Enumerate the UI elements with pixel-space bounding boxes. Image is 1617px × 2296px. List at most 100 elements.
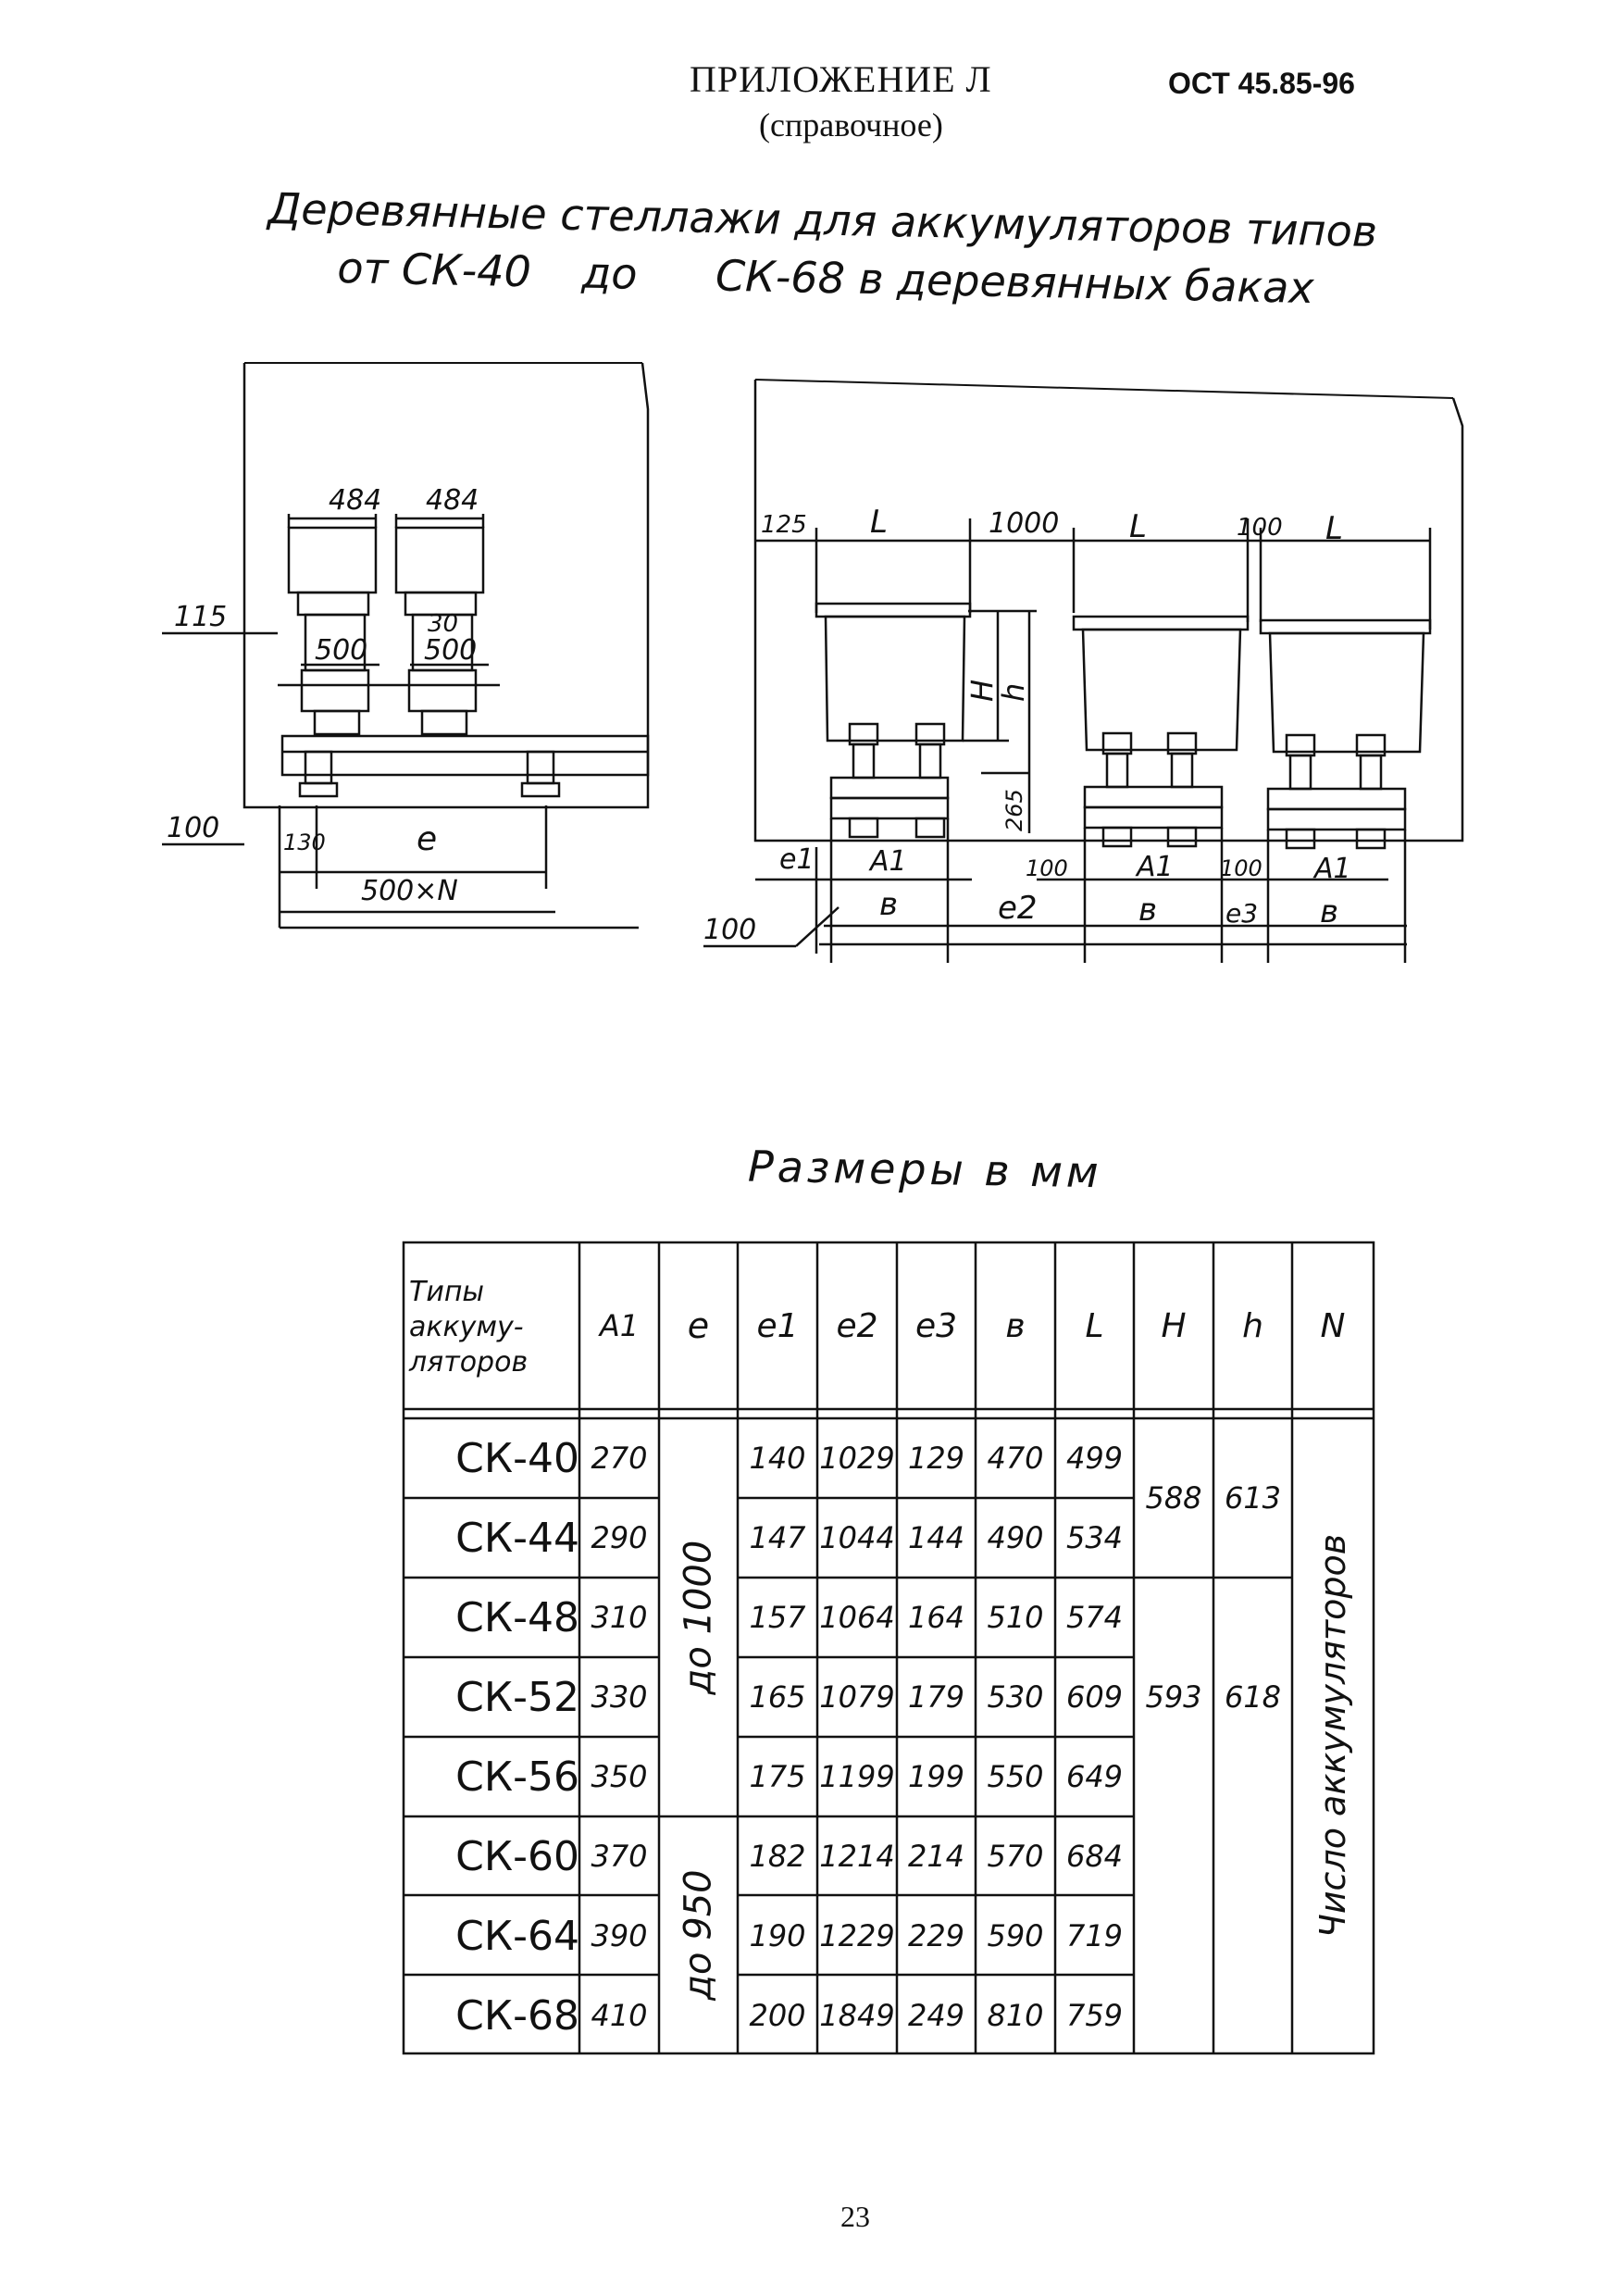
h-group-2: 618	[1224, 1679, 1282, 1715]
dim-100-b: 100	[1220, 855, 1263, 881]
cell-type: СК-64	[455, 1912, 579, 1960]
header-N: N	[1320, 1306, 1346, 1345]
dim-e: е	[417, 820, 437, 858]
dim-A1-b: А1	[1135, 851, 1174, 883]
h-group-1: 613	[1224, 1480, 1282, 1516]
cell-L: 609	[1065, 1679, 1124, 1715]
dim-e2: е2	[998, 890, 1038, 927]
dim-125: 125	[761, 511, 807, 539]
cell-type: СК-52	[455, 1673, 579, 1721]
dim-L3: L	[1325, 510, 1343, 547]
header-H: H	[1161, 1306, 1187, 1345]
dim-A1-a: А1	[868, 845, 907, 878]
cell-e3: 129	[907, 1441, 965, 1476]
cell-A1: 310	[591, 1600, 648, 1635]
cell-e3: 249	[907, 1998, 965, 2033]
dim-100-a: 100	[1026, 855, 1068, 881]
dim-b2: в	[1138, 892, 1157, 929]
cell-e2: 1079	[819, 1679, 895, 1715]
drawing-front-view-labels: 125 L 1000 L 100 L H h 265 е1 А1 100 А1 …	[703, 504, 1351, 946]
dim-115: 115	[174, 601, 227, 633]
header-h: h	[1242, 1306, 1263, 1345]
cell-type: СК-48	[455, 1593, 579, 1641]
dim-b1: в	[879, 886, 898, 923]
cell-e3: 229	[907, 1918, 965, 1953]
H-group-1: 588	[1145, 1480, 1202, 1516]
cell-b: 810	[987, 1998, 1044, 2033]
cell-type: СК-40	[455, 1434, 579, 1482]
e-group-1: до 1000	[659, 1418, 738, 1816]
header-e: е	[687, 1305, 710, 1346]
cell-L: 719	[1065, 1918, 1124, 1953]
cell-e1: 200	[749, 1998, 806, 2033]
dim-h: h	[996, 683, 1031, 702]
appendix-title: ПРИЛОЖЕНИЕ Л	[690, 58, 992, 100]
dim-500-a: 500	[315, 634, 367, 667]
H-group-2: 593	[1145, 1679, 1202, 1715]
dim-484-b: 484	[426, 484, 479, 517]
cell-type: СК-68	[455, 1991, 579, 2040]
cell-e2: 1029	[819, 1441, 895, 1476]
cell-e3: 179	[907, 1679, 965, 1715]
cell-type: СК-60	[455, 1832, 579, 1880]
cell-A1: 290	[591, 1520, 648, 1555]
dim-100-top: 100	[1237, 514, 1283, 542]
header-e2: е2	[836, 1306, 878, 1345]
N-column-text: Число аккумуляторов	[1312, 1533, 1354, 1939]
cell-b: 470	[987, 1441, 1044, 1476]
appendix-subtitle: (справочное)	[759, 106, 943, 144]
cell-A1: 410	[591, 1998, 648, 2033]
cell-type: СК-44	[455, 1514, 579, 1562]
cell-type: СК-56	[455, 1753, 579, 1801]
dim-484-a: 484	[329, 484, 381, 517]
cell-b: 530	[987, 1679, 1044, 1715]
e-group-1-text: до 1000	[677, 1540, 720, 1695]
dim-500xN: 500×N	[361, 875, 458, 907]
dim-30: 30	[428, 610, 458, 638]
dim-500-b: 500	[424, 634, 477, 667]
header-L: L	[1085, 1306, 1104, 1345]
header-e1: е1	[756, 1306, 799, 1345]
cell-e1: 190	[749, 1918, 806, 1953]
cell-L: 534	[1065, 1520, 1124, 1555]
standard-code: ОСТ 45.85-96	[1168, 67, 1355, 100]
cell-e1: 157	[749, 1600, 806, 1635]
e-group-2: до 950	[659, 1816, 738, 2053]
cell-e2: 1849	[819, 1998, 895, 2033]
dim-e1: е1	[779, 843, 815, 876]
header-A1: А1	[599, 1308, 640, 1343]
N-column: Число аккумуляторов	[1292, 1418, 1374, 2053]
cell-e1: 140	[749, 1441, 806, 1476]
dim-A1-c: А1	[1312, 853, 1351, 885]
cell-e1: 182	[749, 1839, 806, 1874]
header-e3: е3	[914, 1306, 958, 1345]
page-number: 23	[840, 2200, 870, 2233]
drawing-front-view	[703, 379, 1464, 963]
cell-e1: 147	[749, 1520, 806, 1555]
cell-e3: 199	[907, 1759, 965, 1794]
cell-A1: 390	[591, 1918, 648, 1953]
cell-b: 570	[987, 1839, 1044, 1874]
dim-L2: L	[1129, 508, 1147, 545]
dim-1000: 1000	[989, 507, 1059, 540]
cell-L: 499	[1065, 1441, 1124, 1476]
dim-130: 130	[283, 830, 326, 855]
e-group-2-text: до 950	[677, 1869, 720, 2001]
cell-e2: 1064	[819, 1600, 895, 1635]
dim-100-leader: 100	[703, 914, 756, 946]
cell-A1: 370	[591, 1839, 648, 1874]
rack-drawings: 484 484 115 30 500 500 100 130 е 500×N	[162, 362, 1464, 963]
cell-e2: 1214	[819, 1839, 895, 1874]
cell-b: 590	[987, 1918, 1044, 1953]
cell-A1: 350	[591, 1759, 648, 1794]
cell-A1: 330	[591, 1679, 648, 1715]
dimensions-table: Типы аккуму-ляторов А1 е е1 е2 е3 в L H …	[402, 1241, 1375, 2055]
cell-A1: 270	[591, 1441, 648, 1476]
drawing-side-view	[162, 362, 650, 930]
cell-e3: 214	[907, 1839, 965, 1874]
cell-L: 759	[1065, 1998, 1124, 2033]
dim-265: 265	[1001, 789, 1027, 831]
dim-L1: L	[870, 504, 888, 541]
cell-e2: 1229	[819, 1918, 895, 1953]
cell-b: 550	[987, 1759, 1044, 1794]
